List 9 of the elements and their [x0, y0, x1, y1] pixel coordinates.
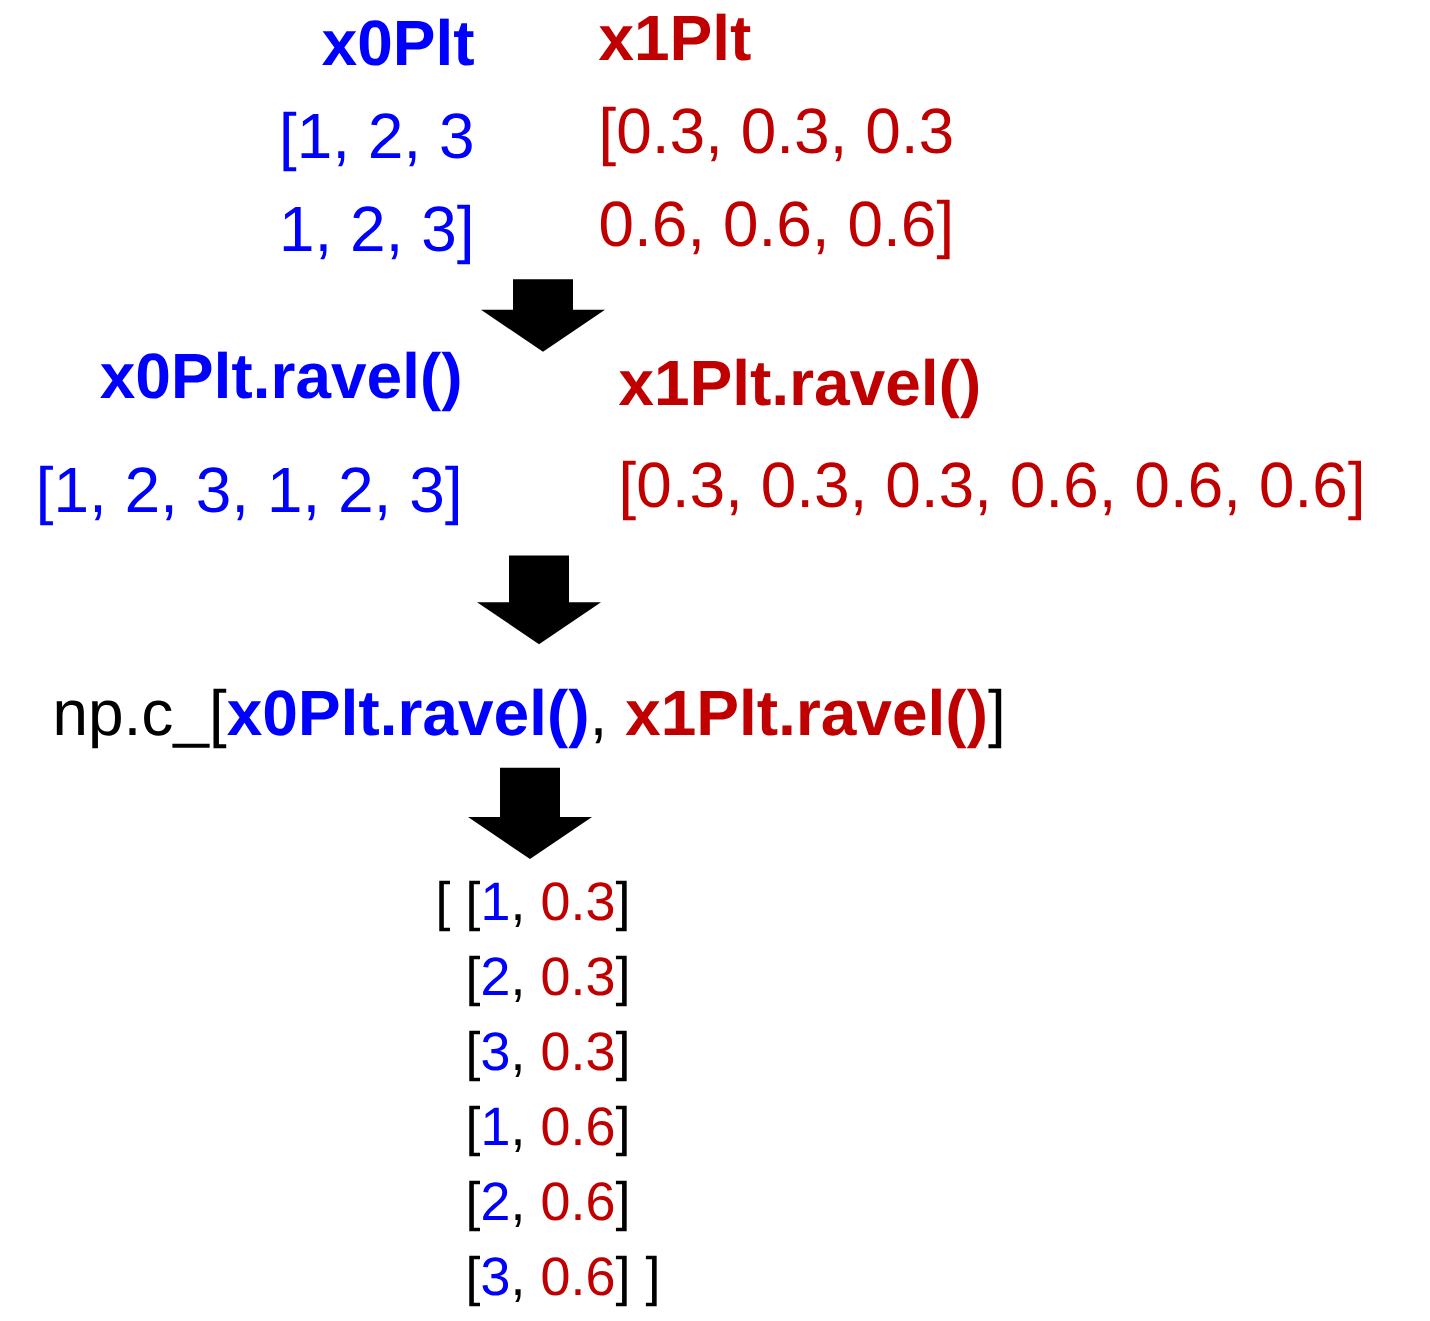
block-arrow	[477, 555, 601, 645]
code-text: x1Plt [0.3, 0.3, 0.3 0.6, 0.6, 0.6]	[598, 13, 952, 260]
block-arrow	[481, 279, 605, 352]
code-text: x0Plt [1, 2, 3 1, 2, 3]	[283, 18, 474, 265]
code-text: x1Plt.ravel() [0.3, 0.3, 0.3, 0.6, 0.6, 0.6]	[618, 358, 1361, 521]
block-arrow	[468, 767, 592, 860]
result-matrix: [ [1, 0.3] [2, 0.3] [3, 0.3] [1, 0.6] [2, 0.6] [3, 0.6] ]	[439, 880, 657, 1307]
code-expression: np.c_[x0Plt.ravel(), x1Plt.ravel()]	[56, 688, 1002, 749]
code-text: x0Plt.ravel() [1, 2, 3, 1, 2, 3]	[40, 351, 460, 526]
